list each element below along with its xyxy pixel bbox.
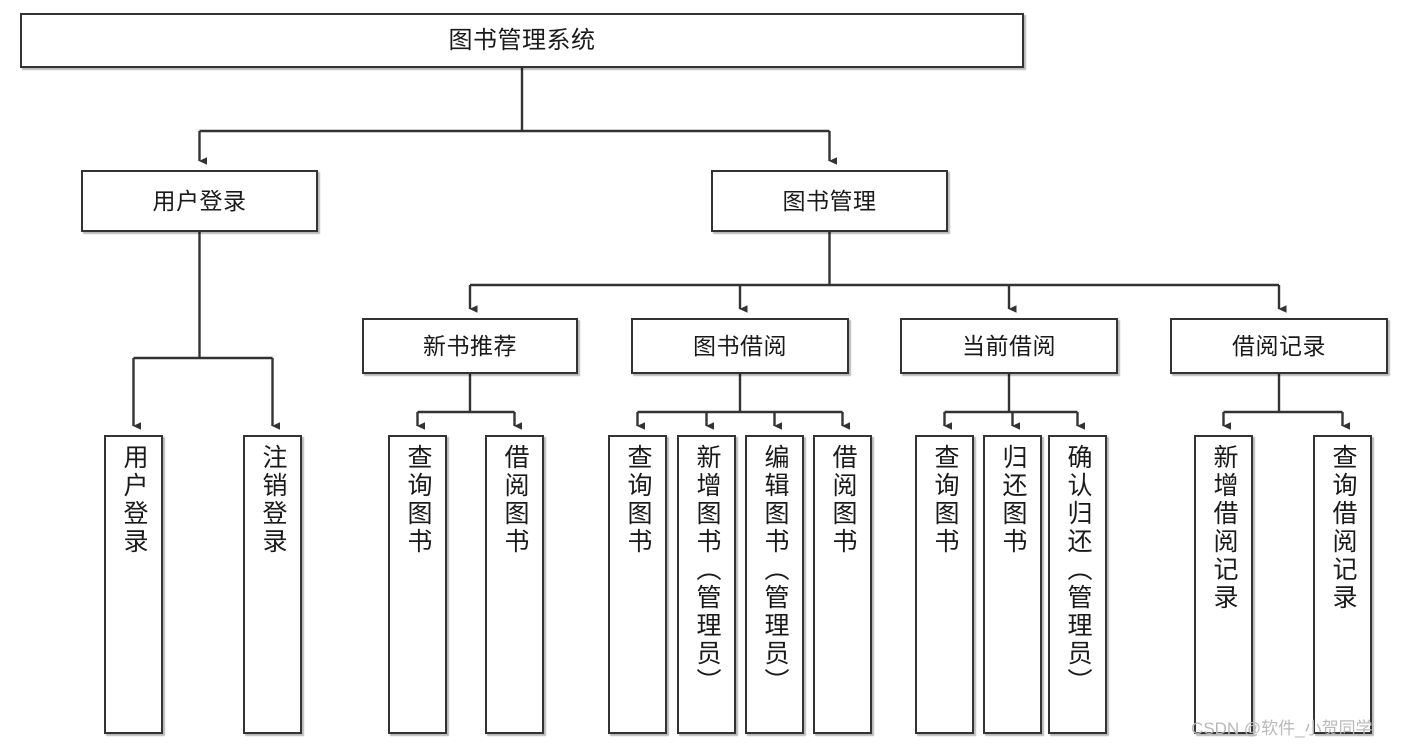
node-label: 查询图书 <box>404 444 432 556</box>
node-label: 查询借阅记录 <box>1329 444 1357 612</box>
node-login[interactable]: 用户登录 <box>81 170 318 232</box>
node-current[interactable]: 当前借阅 <box>900 318 1118 374</box>
node-label: 用户登录 <box>120 444 148 556</box>
node-label: 借阅图书 <box>829 444 857 556</box>
node-leaf-login[interactable]: 用户登录 <box>104 435 163 734</box>
node-leaf-re-add[interactable]: 新增借阅记录 <box>1194 435 1253 734</box>
node-label: 查询图书 <box>931 444 959 556</box>
node-label: 借阅图书 <box>501 444 529 556</box>
node-label: 注销登录 <box>259 444 287 556</box>
node-label: 新增图书（管理员） <box>693 444 721 696</box>
node-borrow[interactable]: 图书借阅 <box>631 318 849 374</box>
node-label: 查询图书 <box>624 444 652 556</box>
node-label: 图书管理 <box>782 187 877 214</box>
node-newbook[interactable]: 新书推荐 <box>362 318 578 374</box>
node-label: 确认归还（管理员） <box>1064 444 1092 696</box>
node-label: 图书借阅 <box>693 332 787 359</box>
node-leaf-bo-ed[interactable]: 编辑图书（管理员） <box>745 435 804 734</box>
node-leaf-nb-b[interactable]: 借阅图书 <box>485 435 544 734</box>
node-leaf-nb-q[interactable]: 查询图书 <box>388 435 447 734</box>
node-label: 新书推荐 <box>423 332 517 359</box>
node-leaf-bo-br[interactable]: 借阅图书 <box>813 435 872 734</box>
node-leaf-bo-q[interactable]: 查询图书 <box>608 435 667 734</box>
node-leaf-cu-r[interactable]: 归还图书 <box>983 435 1042 734</box>
node-leaf-cu-c[interactable]: 确认归还（管理员） <box>1048 435 1107 734</box>
node-leaf-bo-add[interactable]: 新增图书（管理员） <box>677 435 736 734</box>
node-records[interactable]: 借阅记录 <box>1170 318 1388 374</box>
node-label: 编辑图书（管理员） <box>761 444 789 696</box>
node-root[interactable]: 图书管理系统 <box>20 13 1024 68</box>
node-label: 新增借阅记录 <box>1210 444 1238 612</box>
node-label: 图书管理系统 <box>448 26 596 54</box>
node-bookmgmt[interactable]: 图书管理 <box>711 170 948 232</box>
node-leaf-logout[interactable]: 注销登录 <box>243 435 302 734</box>
node-leaf-re-q[interactable]: 查询借阅记录 <box>1313 435 1372 734</box>
node-label: 借阅记录 <box>1232 332 1326 359</box>
node-label: 当前借阅 <box>962 332 1056 359</box>
node-leaf-cu-q[interactable]: 查询图书 <box>915 435 974 734</box>
node-label: 归还图书 <box>999 444 1027 556</box>
watermark-text: CSDN @软件_小贺同学 <box>1191 719 1373 738</box>
node-label: 用户登录 <box>152 187 247 214</box>
